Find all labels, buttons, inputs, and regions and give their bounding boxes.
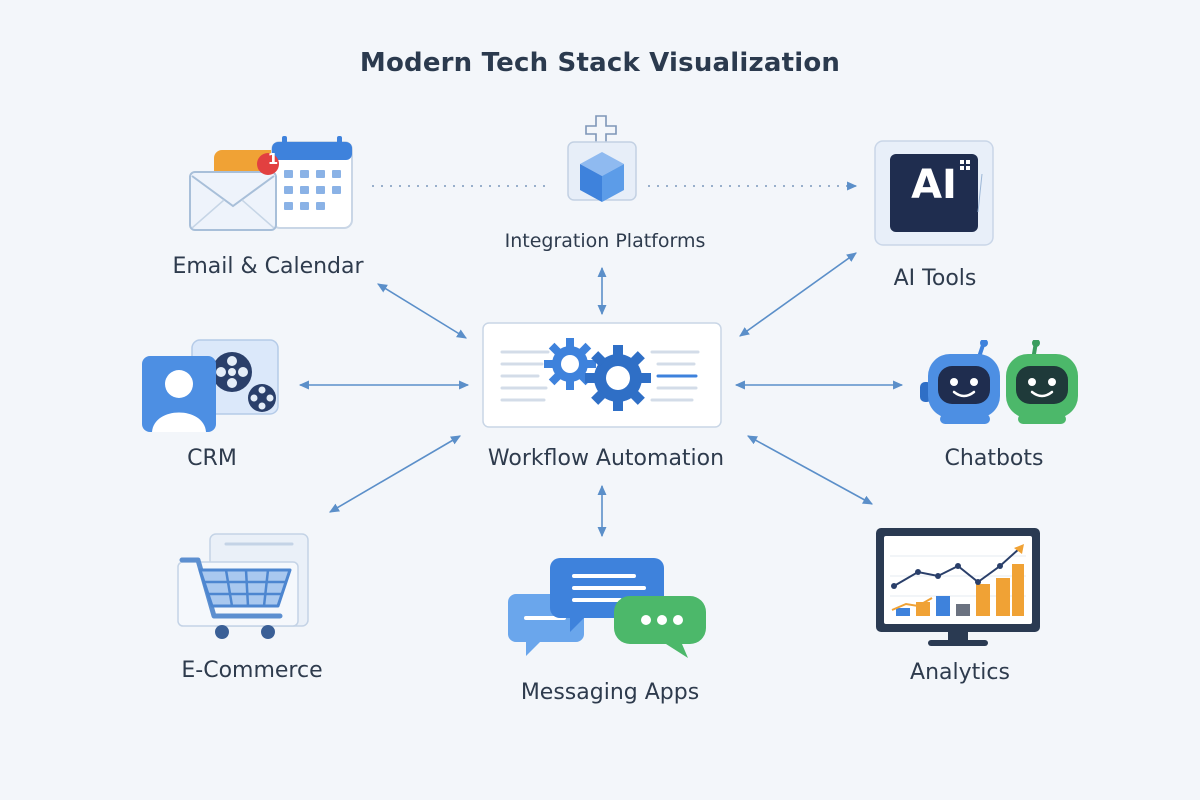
- connector-ai-hub: [739, 252, 857, 337]
- email-calendar-icon: [189, 136, 353, 231]
- label-integration-platforms: Integration Platforms: [504, 230, 706, 252]
- shopping-cart-icon: [177, 533, 309, 639]
- notification-badge: 1: [267, 150, 279, 168]
- label-workflow-automation: Workflow Automation: [487, 446, 725, 471]
- monitor-chart-icon: [876, 528, 1040, 646]
- crm-user-icon: [142, 339, 279, 432]
- connector-analytics-hub: [747, 435, 873, 505]
- label-analytics: Analytics: [910, 660, 1010, 685]
- label-crm: CRM: [187, 446, 237, 471]
- label-chatbots: Chatbots: [944, 446, 1044, 471]
- label-messaging-apps: Messaging Apps: [520, 680, 700, 705]
- chat-bubbles-icon: [508, 558, 706, 658]
- cube-plus-icon: [567, 115, 637, 202]
- connector-ecommerce-hub: [329, 435, 461, 513]
- ai-chip-text: AI: [911, 162, 957, 208]
- label-e-commerce: E-Commerce: [181, 658, 323, 683]
- label-email-calendar: Email & Calendar: [172, 254, 364, 279]
- gears-icon: [482, 322, 722, 428]
- ai-chip-icon: [874, 140, 994, 246]
- label-ai-tools: AI Tools: [893, 266, 977, 291]
- page-title: Modern Tech Stack Visualization: [359, 48, 841, 78]
- connector-email-hub: [377, 283, 467, 339]
- robot-icon: [920, 340, 1078, 424]
